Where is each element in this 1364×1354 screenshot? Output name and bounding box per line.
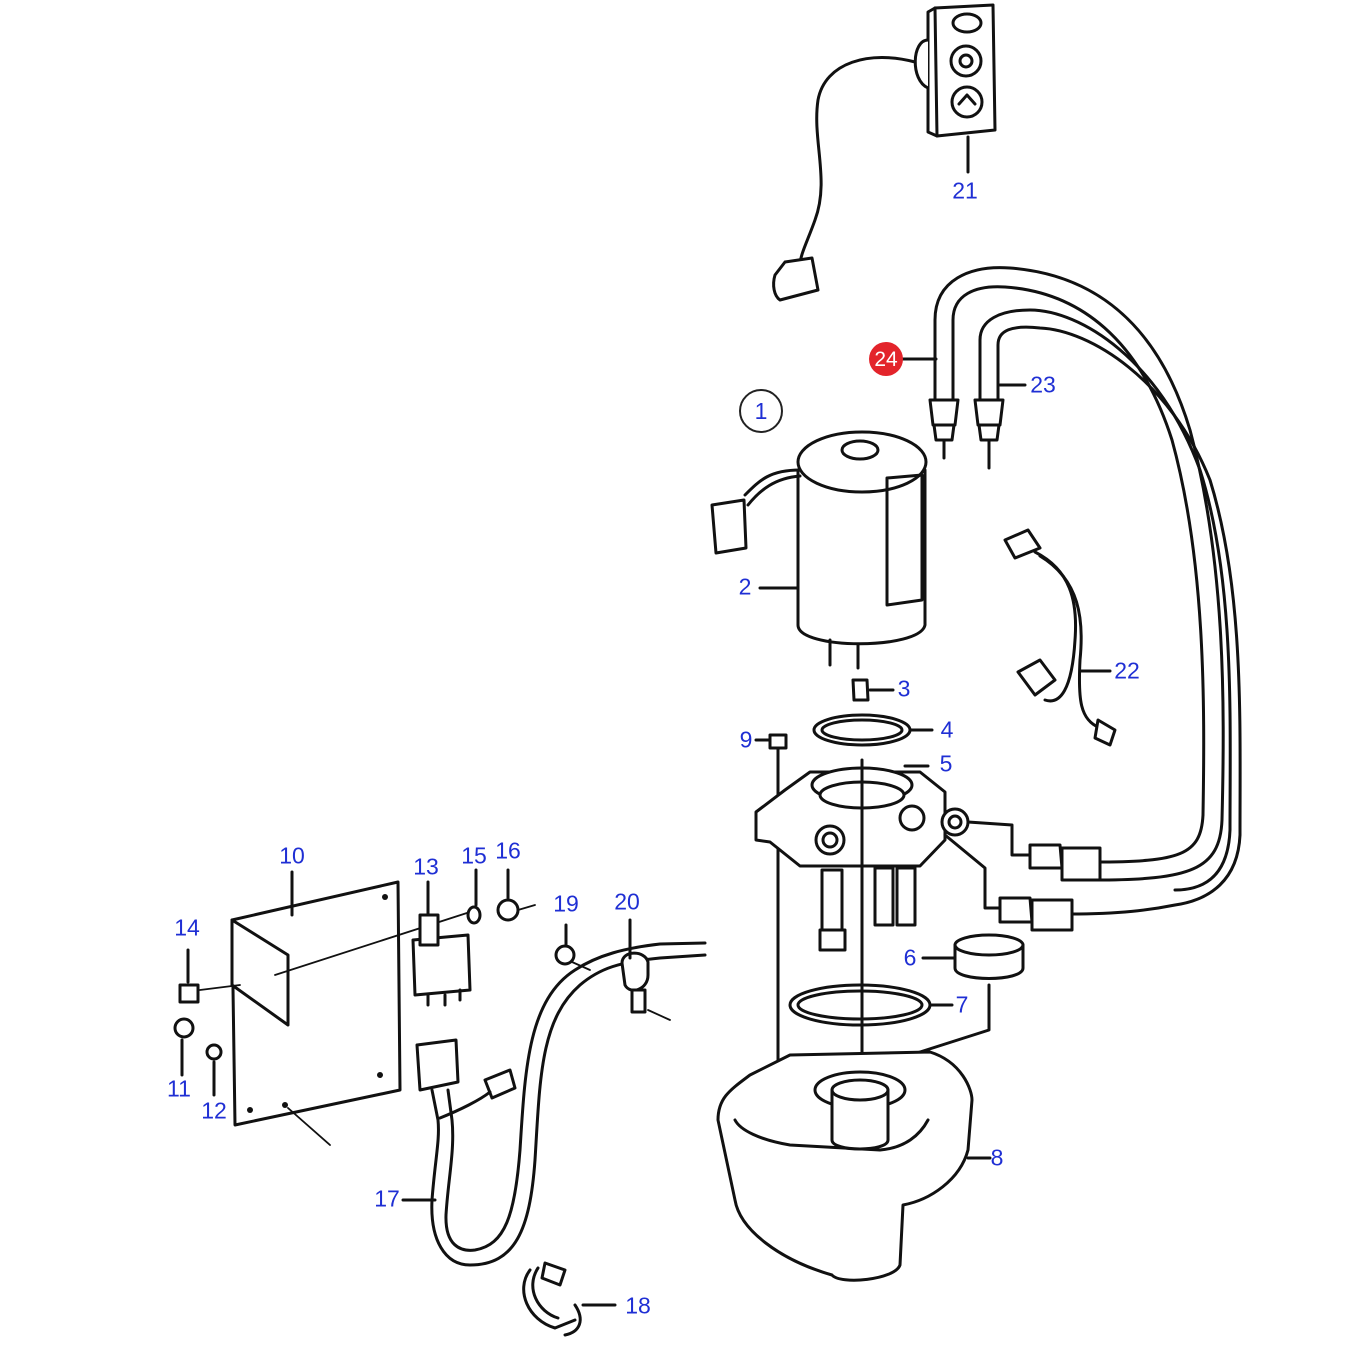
callout-15[interactable]: 15 <box>461 842 487 869</box>
callout-22[interactable]: 22 <box>1114 657 1140 684</box>
callout-6[interactable]: 6 <box>903 944 917 971</box>
callout-5[interactable]: 5 <box>939 750 953 777</box>
callout-24[interactable]: 24 <box>869 342 903 376</box>
callout-2[interactable]: 2 <box>738 573 752 600</box>
cable-17 <box>401 918 707 1267</box>
control-panel <box>772 3 997 302</box>
wiring-harness-22 <box>1003 528 1117 747</box>
callout-8[interactable]: 8 <box>990 1144 1004 1171</box>
callout-7[interactable]: 7 <box>955 991 969 1018</box>
cable-tie-18 <box>522 1261 617 1337</box>
callout-10[interactable]: 10 <box>279 842 305 869</box>
callout-11[interactable]: 11 <box>167 1075 191 1102</box>
callout-21[interactable]: 21 <box>952 177 978 204</box>
callout-17[interactable]: 17 <box>374 1185 400 1212</box>
relay-13 <box>411 868 536 1007</box>
coupling-and-oring <box>812 678 934 747</box>
callout-4[interactable]: 4 <box>940 716 954 743</box>
fasteners <box>173 948 223 1097</box>
pump-motor <box>710 430 928 670</box>
valve-block <box>754 764 1102 952</box>
callout-9[interactable]: 9 <box>739 726 753 753</box>
callout-14[interactable]: 14 <box>174 914 200 941</box>
callout-23[interactable]: 23 <box>1030 371 1056 398</box>
callout-12[interactable]: 12 <box>201 1097 227 1124</box>
callout-3[interactable]: 3 <box>897 675 911 702</box>
bracket-10 <box>199 870 471 1146</box>
reservoir-parts <box>716 758 1025 1282</box>
callout-16[interactable]: 16 <box>495 837 521 864</box>
callout-13[interactable]: 13 <box>413 853 439 880</box>
screw-9 <box>754 733 788 1082</box>
callout-18[interactable]: 18 <box>625 1292 651 1319</box>
callout-1[interactable]: 1 <box>739 389 783 433</box>
callout-20[interactable]: 20 <box>614 888 640 915</box>
callout-19[interactable]: 19 <box>553 890 579 917</box>
hoses <box>901 266 1242 916</box>
